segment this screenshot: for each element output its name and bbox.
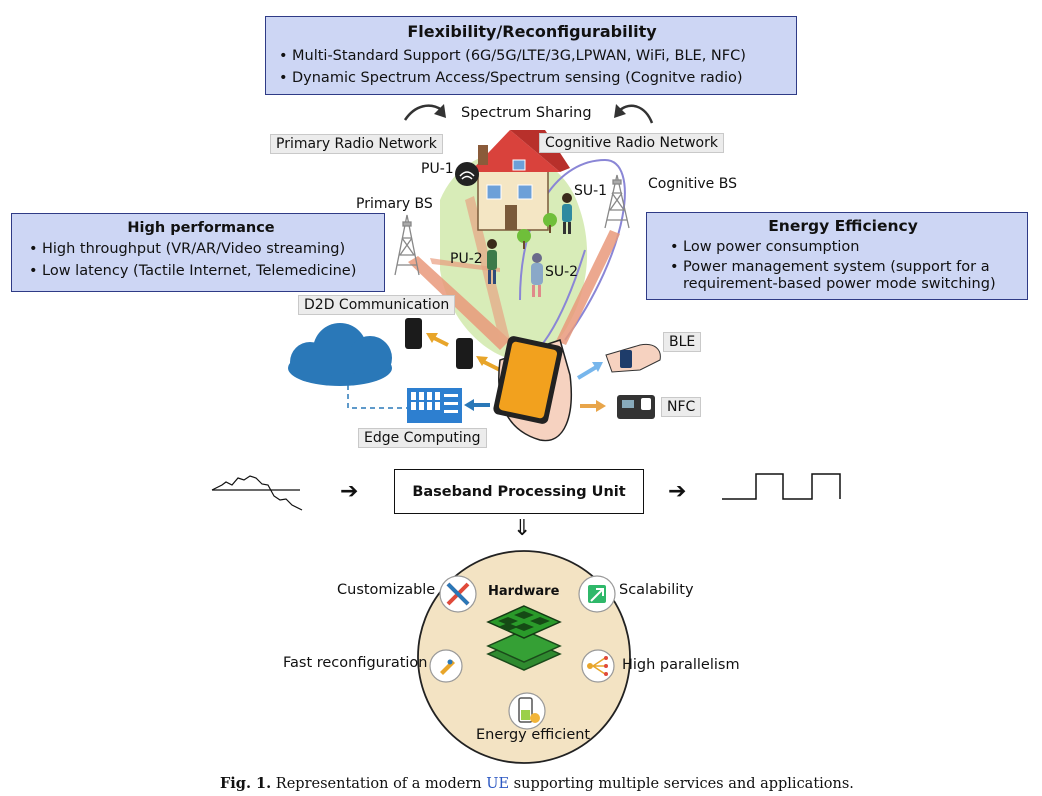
ble-watch-icon	[605, 343, 661, 373]
cognitive-radio-network-tag: Cognitive Radio Network	[539, 133, 724, 153]
high-parallelism-label: High parallelism	[622, 657, 740, 673]
beam-group	[408, 196, 620, 350]
input-arrow-icon: ➔	[340, 479, 359, 504]
su1-label: SU-1	[574, 183, 608, 199]
flexibility-list: Multi-Standard Support (6G/5G/LTE/3G,LPW…	[276, 47, 788, 88]
primary-network-region	[440, 152, 588, 362]
figure-caption-pre: Representation of a modern	[275, 776, 482, 792]
high-performance-list: High throughput (VR/AR/Video streaming) …	[26, 240, 376, 281]
primary-bs-label: Primary BS	[356, 196, 433, 212]
figure-caption: Fig. 1. Representation of a modern UE su…	[220, 775, 854, 792]
high-parallelism-icon	[581, 649, 615, 683]
edge-computing-tag: Edge Computing	[358, 428, 487, 448]
analog-signal-icon	[211, 475, 303, 511]
nfc-device-icon	[617, 395, 655, 419]
spectrum-arrow-right	[619, 104, 654, 124]
edge-server-icon	[407, 388, 462, 423]
down-arrow-icon: ⇓	[513, 516, 532, 541]
energy-efficiency-item: Low power consumption	[670, 238, 1019, 257]
beam-to-cognitive-bs	[556, 230, 620, 345]
cognitive-bs-label: Cognitive BS	[648, 176, 737, 192]
flexibility-item: Dynamic Spectrum Access/Spectrum sensing…	[279, 69, 788, 88]
figure-caption-label: Fig. 1.	[220, 775, 272, 792]
scalability-icon	[578, 575, 616, 613]
user-su1-icon	[562, 193, 572, 234]
ue-phone-icon	[493, 336, 572, 442]
energy-efficiency-item: Power management system (support for a r…	[670, 259, 1019, 293]
high-performance-item: Low latency (Tactile Internet, Telemedic…	[29, 262, 376, 281]
output-arrow-icon: ➔	[668, 479, 687, 504]
house-icon	[455, 130, 570, 231]
cloud-icon	[288, 323, 392, 386]
energy-efficiency-list: Low power consumption Power management s…	[667, 238, 1019, 293]
high-performance-title: High performance	[127, 220, 275, 236]
primary-radio-network-tag: Primary Radio Network	[270, 134, 443, 154]
spectrum-sharing-label: Spectrum Sharing	[461, 105, 592, 121]
hardware-title: Hardware	[488, 584, 560, 599]
flexibility-title: Flexibility/Reconfigurability	[407, 22, 657, 41]
energy-efficient-icon	[508, 692, 546, 730]
ble-tag: BLE	[663, 332, 702, 352]
digital-signal-icon	[722, 473, 841, 500]
ue-link[interactable]: UE	[486, 776, 510, 792]
tree-icons	[517, 213, 557, 249]
baseband-processing-unit-box: Baseband Processing Unit	[394, 469, 644, 514]
d2d-phone-2-icon	[456, 338, 473, 369]
primary-bs-tower-icon	[394, 214, 420, 276]
pu1-label: PU-1	[421, 161, 454, 177]
cognitive-bs-tower-icon	[604, 174, 630, 229]
beam-to-primary-bs	[408, 256, 510, 350]
customizable-label: Customizable	[337, 582, 436, 598]
scalability-label: Scalability	[619, 582, 694, 598]
flexibility-panel: Flexibility/Reconfigurability Multi-Stan…	[265, 16, 797, 95]
energy-efficiency-panel: Energy Efficiency Low power consumption …	[646, 212, 1028, 300]
user-su2-icon	[531, 253, 543, 297]
figure-caption-post: supporting multiple services and applica…	[513, 776, 854, 792]
pu2-label: PU-2	[450, 251, 483, 267]
high-performance-panel: High performance High throughput (VR/AR/…	[11, 213, 385, 292]
energy-efficiency-title: Energy Efficiency	[768, 217, 918, 235]
customizable-icon	[439, 575, 477, 613]
d2d-communication-tag: D2D Communication	[298, 295, 456, 315]
spectrum-arrow-left	[403, 104, 443, 121]
beam-to-users	[430, 258, 500, 272]
fast-reconfiguration-icon	[429, 649, 463, 683]
energy-efficient-label: Energy efficient	[476, 727, 591, 743]
baseband-processing-unit-label: Baseband Processing Unit	[412, 483, 626, 500]
fast-reconfiguration-label: Fast reconfiguration	[283, 655, 428, 671]
su2-label: SU-2	[545, 264, 579, 280]
user-pu2-icon	[487, 239, 497, 284]
flexibility-item: Multi-Standard Support (6G/5G/LTE/3G,LPW…	[279, 47, 788, 66]
d2d-phone-1-icon	[405, 318, 422, 349]
high-performance-item: High throughput (VR/AR/Video streaming)	[29, 240, 376, 259]
hardware-chip-icon	[486, 605, 562, 671]
nfc-tag: NFC	[661, 397, 702, 417]
